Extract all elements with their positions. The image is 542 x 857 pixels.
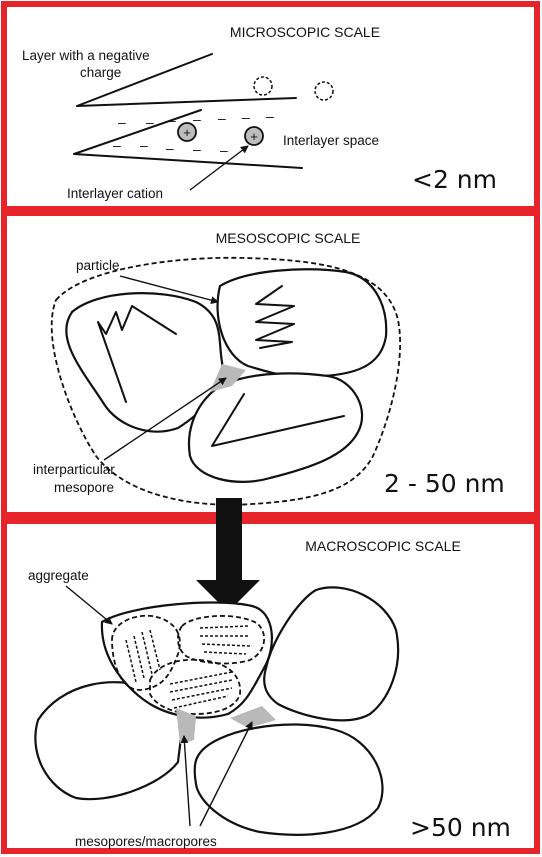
microscopic-scale-value: <2 nm	[412, 165, 497, 194]
particle-label: particle	[76, 258, 120, 273]
microscopic-title: MICROSCOPIC SCALE	[230, 24, 380, 40]
mesopore-label-line2: mesopore	[54, 480, 114, 495]
pores-label: mesopores/macropores	[75, 834, 217, 849]
svg-text:–: –	[266, 108, 274, 124]
mesopore-label-line1: interparticular	[33, 462, 115, 477]
macroscopic-scale-value: >50 nm	[410, 813, 511, 842]
macroscopic-panel: MACROSCOPIC SCALE	[4, 498, 537, 851]
svg-text:–: –	[113, 137, 121, 153]
svg-text:–: –	[193, 141, 201, 157]
svg-text:–: –	[218, 110, 226, 126]
layer-label-line1: Layer with a negative	[22, 48, 150, 63]
mesoscopic-panel: MESOSCOPIC SCALE particle interparticula…	[4, 213, 537, 515]
svg-text:–: –	[166, 140, 174, 156]
particle-top-right	[218, 269, 387, 377]
mesoscopic-scale-value: 2 - 50 nm	[384, 469, 505, 498]
svg-text:+: +	[250, 129, 258, 144]
svg-text:–: –	[242, 109, 250, 125]
svg-text:+: +	[183, 125, 191, 140]
aggregate-label: aggregate	[28, 568, 89, 583]
macroscopic-title: MACROSCOPIC SCALE	[305, 538, 461, 554]
layer-label-line2: charge	[80, 65, 121, 80]
svg-text:–: –	[193, 111, 201, 127]
svg-text:–: –	[140, 137, 148, 153]
interlayer-space-label: Interlayer space	[283, 133, 379, 148]
microscopic-panel: MICROSCOPIC SCALE – – – – – – – – – – – …	[4, 4, 537, 209]
svg-text:–: –	[220, 142, 228, 158]
cation-icon: +	[178, 123, 196, 141]
interlayer-cation-label: Interlayer cation	[67, 186, 163, 201]
mesoscopic-title: MESOSCOPIC SCALE	[216, 230, 361, 246]
svg-text:–: –	[118, 114, 126, 130]
svg-text:–: –	[146, 114, 154, 130]
svg-text:–: –	[168, 112, 176, 128]
cation-icon: +	[245, 127, 263, 145]
